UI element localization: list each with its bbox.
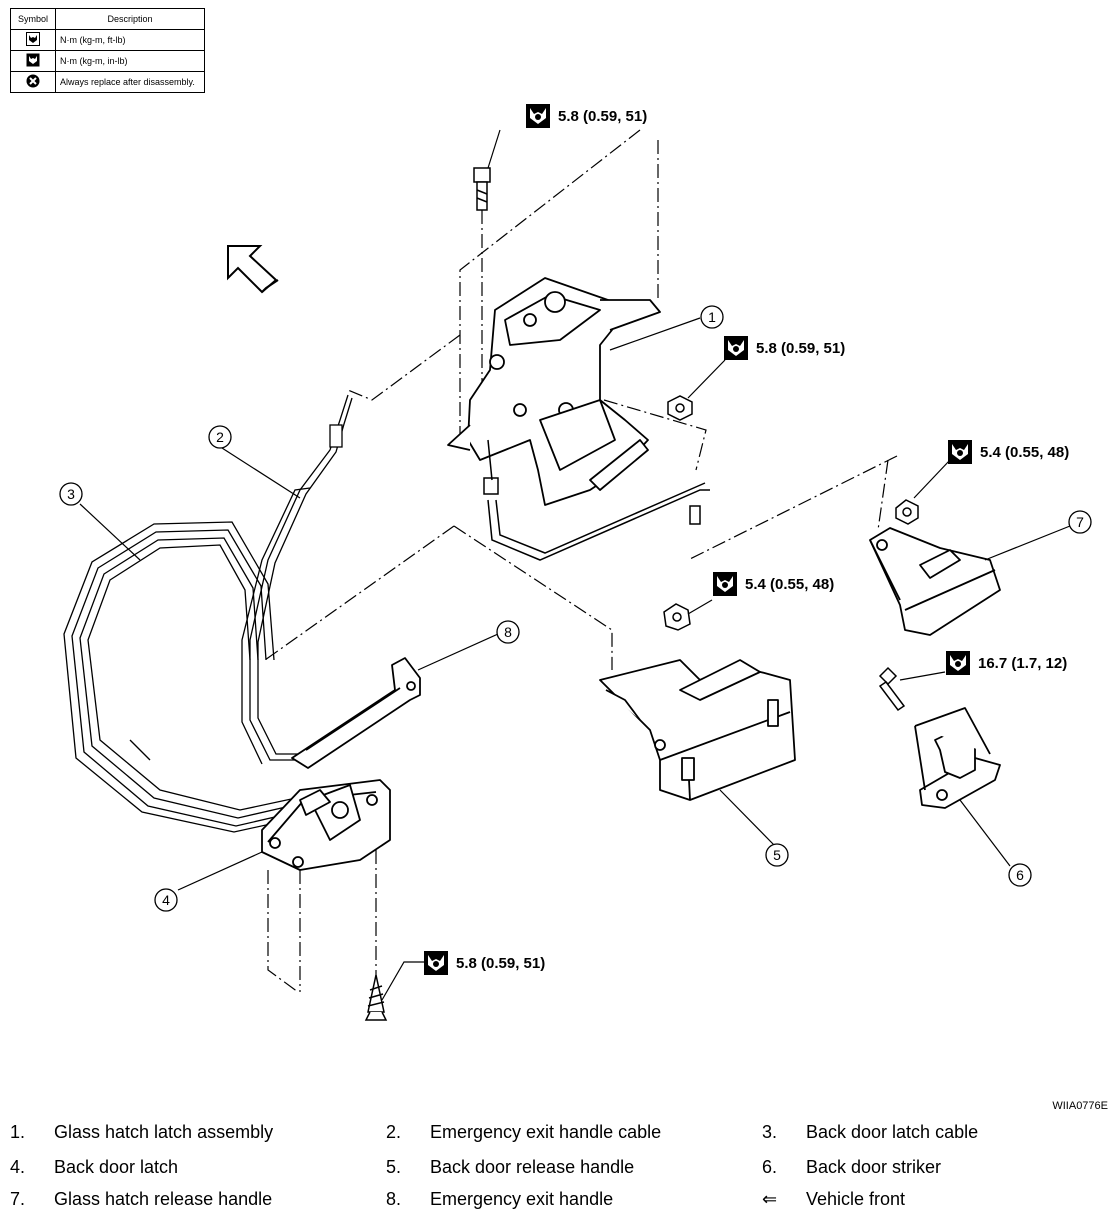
svg-text:5: 5 bbox=[773, 847, 781, 863]
glass-hatch-release-handle bbox=[869, 527, 1001, 636]
nut-5 bbox=[663, 603, 691, 631]
emergency-exit-handle bbox=[291, 657, 421, 769]
part-name: Back door latch cable bbox=[806, 1122, 979, 1142]
part-number: 3. bbox=[762, 1122, 778, 1142]
part-number: 2. bbox=[386, 1122, 402, 1142]
svg-text:5.8 (0.59, 51): 5.8 (0.59, 51) bbox=[756, 340, 845, 357]
reference-code: WIIA0776E bbox=[1052, 1100, 1108, 1112]
part-number: 8. bbox=[386, 1189, 402, 1209]
vehicle-front-arrow-icon: ⇐ bbox=[762, 1189, 778, 1209]
part-number: 5. bbox=[386, 1157, 402, 1177]
torque-label-nut-7: 5.4 (0.55, 48) bbox=[948, 440, 1069, 464]
part-number: 1. bbox=[10, 1122, 26, 1142]
part-name: Glass hatch release handle bbox=[54, 1189, 273, 1209]
part-name: Glass hatch latch assembly bbox=[54, 1122, 274, 1142]
callout-5: 5 bbox=[765, 843, 789, 867]
part-number: 4. bbox=[10, 1157, 26, 1177]
part-name: Vehicle front bbox=[806, 1189, 906, 1209]
callout-8: 8 bbox=[496, 620, 520, 644]
svg-text:5.4 (0.55, 48): 5.4 (0.55, 48) bbox=[745, 576, 834, 593]
svg-text:7: 7 bbox=[1076, 514, 1084, 530]
svg-text:16.7 (1.7, 12): 16.7 (1.7, 12) bbox=[978, 655, 1067, 672]
svg-text:8: 8 bbox=[504, 624, 512, 640]
svg-text:6: 6 bbox=[1016, 867, 1024, 883]
torque-label-nut-1: 5.8 (0.59, 51) bbox=[724, 336, 845, 360]
torque-label-bottom-bolt: 5.8 (0.59, 51) bbox=[424, 951, 545, 975]
part-name: Emergency exit handle bbox=[430, 1189, 614, 1209]
svg-text:3: 3 bbox=[67, 486, 75, 502]
torque-ftlb-icon bbox=[26, 32, 40, 46]
svg-text:4: 4 bbox=[162, 892, 170, 908]
exploded-view-diagram: 5.8 (0.59, 51) 5.8 (0.59, 51) 5.4 (0.55,… bbox=[59, 104, 1092, 1021]
glass-hatch-release-rod bbox=[483, 439, 710, 561]
torque-ftlb-icon bbox=[424, 951, 448, 975]
callouts: 1 2 3 4 5 6 7 8 bbox=[59, 305, 1092, 912]
callout-2: 2 bbox=[208, 425, 232, 449]
part-number: 7. bbox=[10, 1189, 26, 1209]
callout-6: 6 bbox=[1008, 863, 1032, 887]
cables bbox=[63, 394, 353, 833]
torque-ftlb-icon bbox=[713, 572, 737, 596]
torque-ftlb-icon bbox=[948, 440, 972, 464]
nut-1 bbox=[667, 395, 693, 421]
svg-text:5.8 (0.59, 51): 5.8 (0.59, 51) bbox=[558, 108, 647, 125]
glass-hatch-latch-assembly bbox=[447, 277, 661, 506]
striker-bolt bbox=[878, 666, 906, 712]
bottom-bolt bbox=[364, 974, 388, 1021]
svg-text:5.8 (0.59, 51): 5.8 (0.59, 51) bbox=[456, 955, 545, 972]
callout-1: 1 bbox=[700, 305, 724, 329]
svg-text:5.4 (0.55, 48): 5.4 (0.55, 48) bbox=[980, 444, 1069, 461]
replace-icon bbox=[26, 74, 40, 88]
callout-7: 7 bbox=[1068, 510, 1092, 534]
part-name: Emergency exit handle cable bbox=[430, 1122, 662, 1142]
torque-label-striker-bolt: 16.7 (1.7, 12) bbox=[946, 651, 1067, 675]
top-bolt bbox=[473, 167, 491, 211]
back-door-latch bbox=[261, 779, 391, 871]
torque-ftlb-icon bbox=[724, 336, 748, 360]
svg-text:2: 2 bbox=[216, 429, 224, 445]
vehicle-front-arrow-icon bbox=[227, 245, 279, 294]
back-door-release-handle bbox=[599, 659, 796, 801]
torque-inlb-icon bbox=[26, 53, 40, 67]
torque-label-nut-5: 5.4 (0.55, 48) bbox=[713, 572, 834, 596]
symbol-legend-table: Symbol Description N·m (kg-m, ft-lb) N·m… bbox=[10, 8, 205, 93]
torque-ftlb-icon bbox=[526, 104, 550, 128]
torque-label-top-bolt: 5.8 (0.59, 51) bbox=[526, 104, 647, 128]
leader-lines bbox=[79, 129, 1071, 1001]
svg-text:1: 1 bbox=[708, 309, 716, 325]
callout-3: 3 bbox=[59, 482, 83, 506]
nut-7 bbox=[895, 499, 919, 525]
torque-ftlb-icon bbox=[946, 651, 970, 675]
callout-4: 4 bbox=[154, 888, 178, 912]
part-name: Back door release handle bbox=[430, 1157, 635, 1177]
part-name: Back door latch bbox=[54, 1157, 179, 1177]
part-name: Back door striker bbox=[806, 1157, 942, 1177]
part-number: 6. bbox=[762, 1157, 778, 1177]
assembly-lines bbox=[264, 129, 898, 993]
legend-row-description: Always replace after disassembly. bbox=[55, 71, 205, 93]
back-door-striker bbox=[914, 707, 1001, 809]
